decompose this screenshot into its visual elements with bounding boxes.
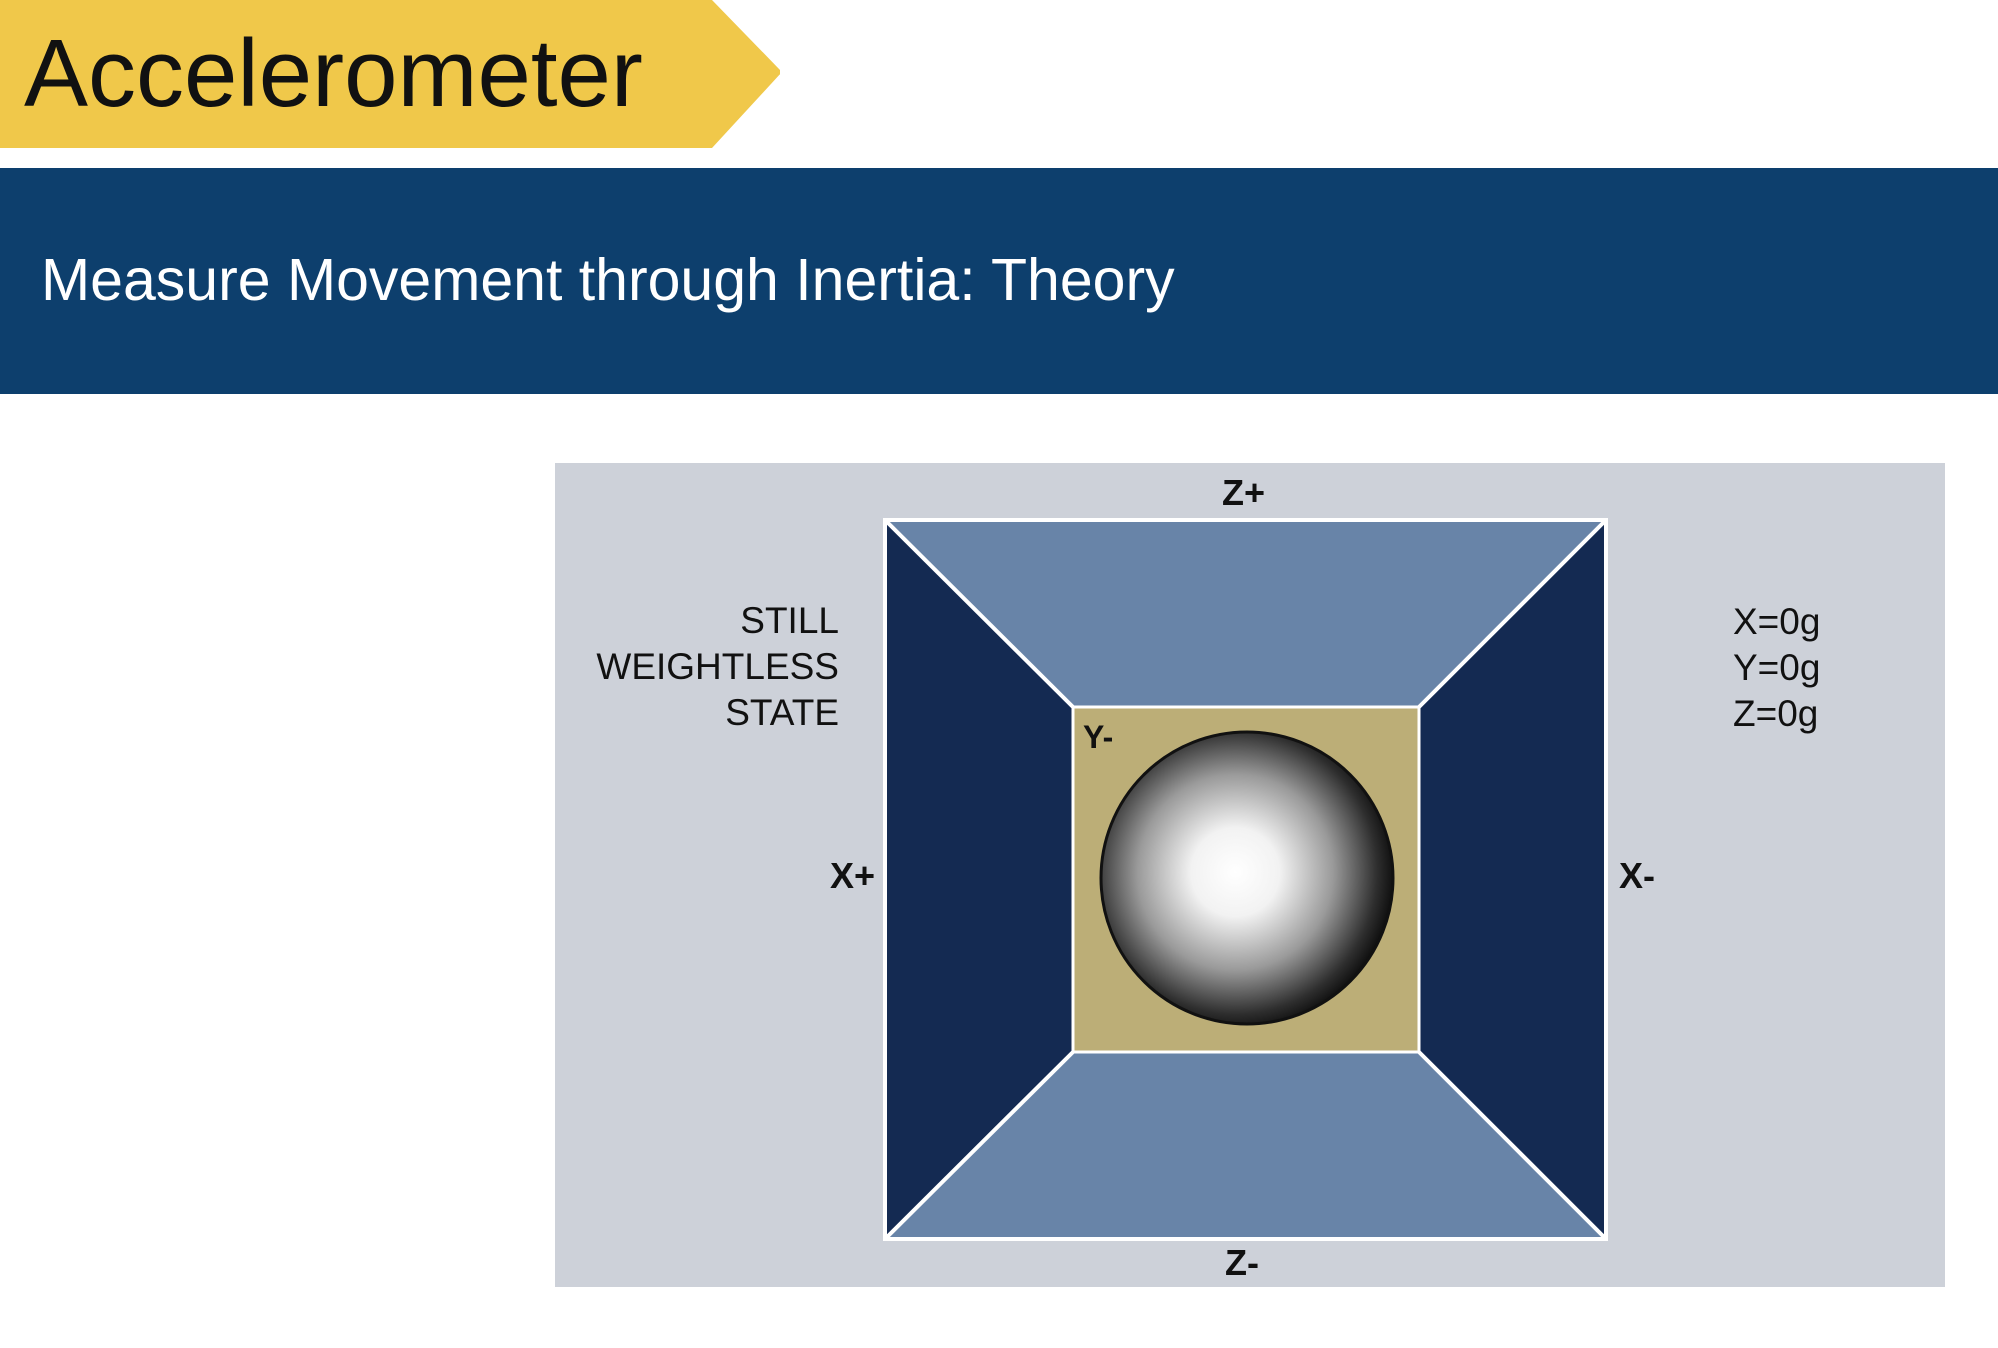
state-line-1: STILL (740, 600, 839, 641)
accelerometer-diagram: Z+ Z- X+ X- Y- STILL WEIGHTLESS STATE X=… (555, 463, 1945, 1287)
title-tab: Accelerometer (0, 0, 780, 148)
subtitle-banner: Measure Movement through Inertia: Theory (0, 168, 1998, 394)
right-wall-x-minus (1419, 520, 1606, 1239)
page-title: Accelerometer (24, 20, 643, 127)
top-wall-z-plus (885, 520, 1606, 707)
left-wall-x-plus (885, 520, 1073, 1239)
readout-y: Y=0g (1733, 647, 1821, 688)
state-description: STILL WEIGHTLESS STATE (555, 598, 839, 736)
title-tab-shape (0, 0, 780, 148)
acceleration-readouts: X=0g Y=0g Z=0g (1733, 599, 1820, 737)
axis-label-y-minus: Y- (1083, 719, 1114, 755)
axis-label-z-plus: Z+ (1222, 472, 1266, 513)
accelerometer-box-drawing (883, 518, 1608, 1241)
state-line-3: STATE (725, 692, 839, 733)
readout-z: Z=0g (1733, 693, 1819, 734)
bottom-wall-z-minus (885, 1052, 1606, 1239)
inertial-mass-ball (1099, 730, 1395, 1026)
page-subtitle: Measure Movement through Inertia: Theory (41, 247, 1175, 313)
axis-label-z-minus: Z- (1225, 1242, 1259, 1283)
axis-label-x-minus: X- (1619, 855, 1655, 896)
state-line-2: WEIGHTLESS (596, 646, 839, 687)
readout-x: X=0g (1733, 601, 1821, 642)
axis-label-x-plus: X+ (830, 855, 876, 896)
